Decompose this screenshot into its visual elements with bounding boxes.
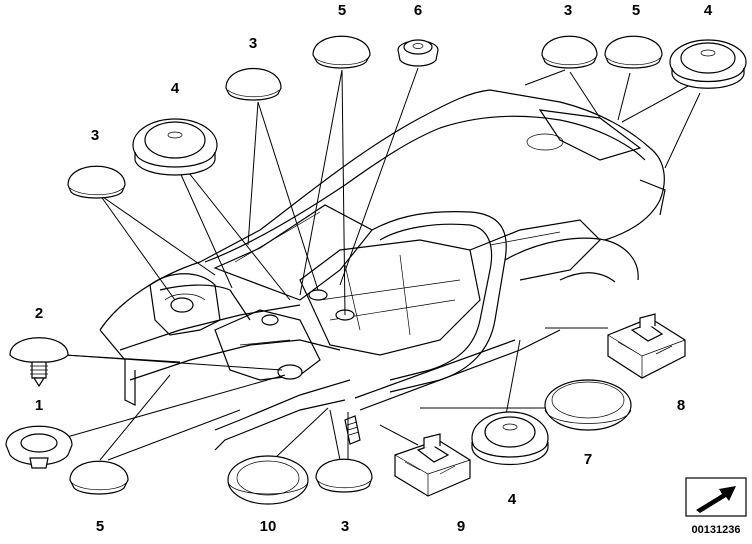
callout-3-top-left: 3 [91, 127, 99, 144]
expansion-clip-2 [9, 337, 69, 388]
callout-7: 7 [584, 451, 592, 468]
callout-9: 9 [457, 518, 465, 535]
grommet-4-left [132, 118, 218, 176]
callout-5-top-right: 5 [632, 2, 640, 19]
grommet-1 [5, 425, 73, 469]
sealing-plug-7 [544, 379, 632, 431]
car-body-shell [99, 89, 666, 451]
grommet-4-top-right [669, 39, 747, 89]
grommet-6 [397, 39, 439, 67]
jack-pad-9 [394, 433, 471, 497]
callout-2: 2 [35, 305, 43, 322]
callout-3-bottom: 3 [341, 518, 349, 535]
sealing-ring-10 [227, 455, 309, 505]
plug-5-top [312, 35, 371, 69]
callout-4-bottom: 4 [508, 491, 517, 508]
plug-3-top-center [225, 68, 282, 101]
plug-5-top-right [604, 35, 663, 69]
callout-4-top-right: 4 [704, 2, 713, 19]
callout-5-top: 5 [338, 2, 346, 19]
callout-labels: 1 2 3 3 3 3 4 4 4 5 5 5 6 7 8 9 10 [35, 2, 713, 535]
callout-5-bottom-left: 5 [96, 518, 104, 535]
diagram-number: 00131236 [692, 524, 741, 536]
callout-4-left: 4 [171, 80, 180, 97]
callout-1: 1 [35, 397, 43, 414]
leader-lines [64, 67, 701, 461]
callout-6: 6 [414, 2, 422, 19]
callout-3-top-center: 3 [249, 35, 257, 52]
grommet-4-bottom [471, 411, 549, 465]
callout-8: 8 [677, 397, 685, 414]
plug-3-top-left [67, 165, 126, 199]
callout-3-top-right: 3 [564, 2, 572, 19]
callout-10: 10 [260, 518, 277, 535]
direction-arrow-icon [685, 477, 747, 517]
jack-pad-8 [607, 313, 686, 379]
plug-5-bottom-left [69, 460, 129, 495]
plug-3-top-right [541, 35, 598, 69]
plug-3-bottom [315, 458, 373, 493]
